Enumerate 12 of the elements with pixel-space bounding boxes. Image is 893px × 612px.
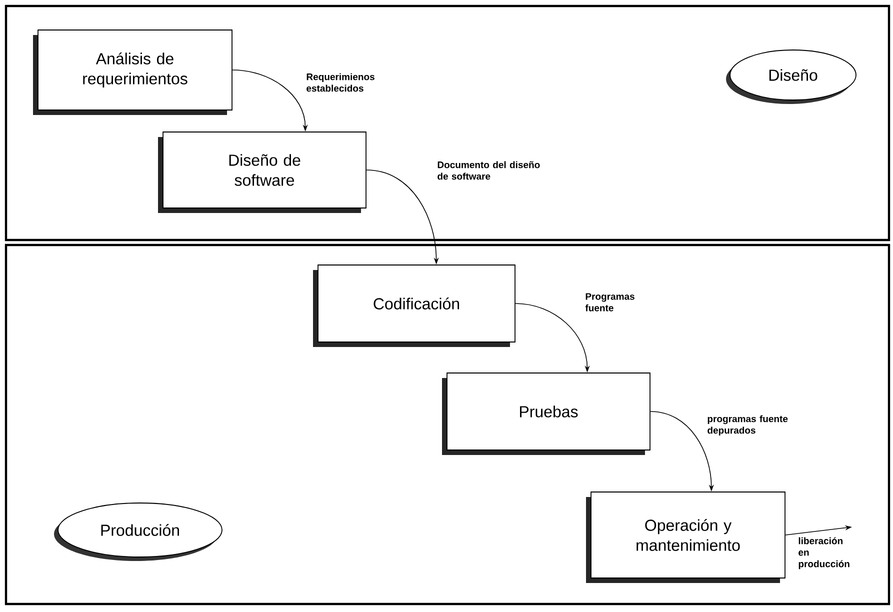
edge-label: programas fuente depurados [708, 415, 788, 436]
process-box: Operación y mantenimiento [586, 492, 786, 583]
edge-label: Requerimienos establecidos [306, 73, 374, 92]
process-box: Análisis de requerimientos [33, 30, 232, 115]
edge-label: Documento del diseño de software [438, 161, 540, 180]
process-box: Codificación [313, 264, 516, 347]
panel-frame [4, 244, 890, 606]
edge-label: liberación en producción [798, 537, 850, 570]
process-box: Pruebas [442, 372, 650, 455]
edge-label: Programas fuente [585, 293, 634, 312]
panel-frame [4, 4, 890, 242]
process-box: Diseño de software [158, 132, 366, 213]
